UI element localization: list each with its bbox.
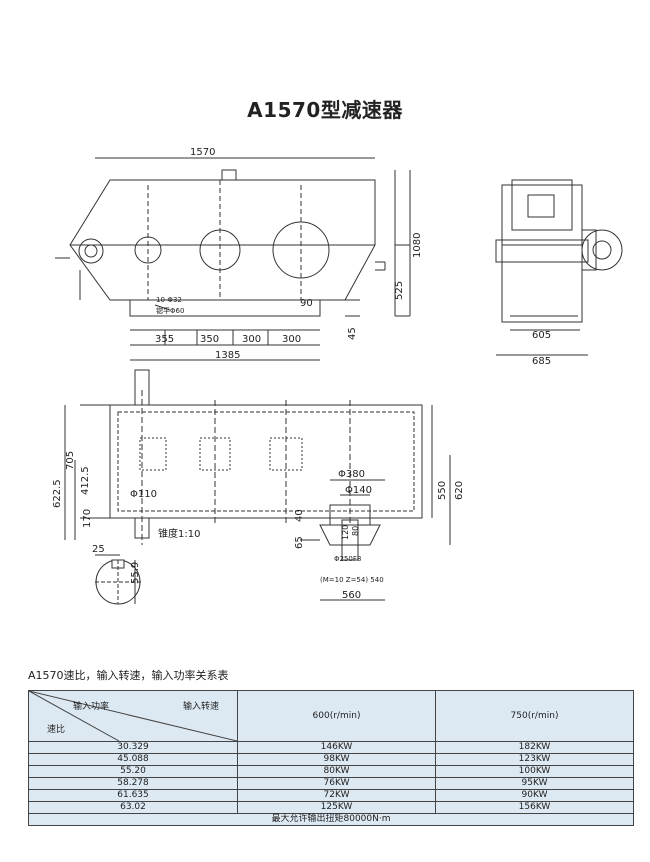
dim-300b: 300 [282, 334, 301, 345]
power-600-cell: 125KW [237, 801, 436, 814]
dim-phi140: Φ140 [345, 485, 372, 496]
dim-40: 40 [294, 509, 305, 522]
power-750-cell: 100KW [435, 765, 634, 778]
dim-350: 350 [200, 334, 219, 345]
dim-560: 560 [342, 590, 361, 601]
header-750: 750(r/min) [435, 690, 634, 742]
dim-65: 65 [294, 536, 305, 549]
ratio-power-table: 输入功率 输入转速 速比 600(r/min) 750(r/min) 30.32… [28, 690, 634, 826]
side-view [495, 179, 623, 356]
dim-412-5: 412.5 [80, 466, 91, 495]
keyway-section [95, 554, 141, 605]
top-view [64, 369, 451, 601]
power-750-cell: 156KW [435, 801, 634, 814]
dim-605: 605 [532, 330, 551, 341]
dim-705: 705 [65, 451, 76, 470]
front-view [55, 157, 411, 361]
ratio-cell: 61.635 [28, 789, 238, 802]
dim-1385: 1385 [215, 350, 240, 361]
dim-taper: 锥度1:10 [158, 527, 200, 540]
table-row: 63.02 125KW 156KW [28, 801, 634, 814]
power-750-cell: 90KW [435, 789, 634, 802]
header-600: 600(r/min) [237, 690, 436, 742]
power-750-cell: 95KW [435, 777, 634, 790]
dim-620: 620 [454, 481, 465, 500]
dim-622-5: 622.5 [52, 479, 63, 508]
table-caption: A1570速比，输入转速，输入功率关系表 [28, 669, 229, 682]
header-input-speed: 输入转速 [183, 702, 220, 712]
power-600-cell: 146KW [237, 741, 436, 754]
dim-55-9: 55.9 [130, 562, 141, 584]
dim-685: 685 [532, 356, 551, 367]
ratio-cell: 55.20 [28, 765, 238, 778]
dim-550: 550 [437, 481, 448, 500]
page-title: A1570型减速器 [247, 98, 403, 122]
table-row: 45.088 98KW 123KW [28, 753, 634, 766]
dim-gear: (M=10 Z=54) 540 [320, 576, 384, 584]
corner-diagonals [29, 691, 237, 741]
header-input-power: 输入功率 [73, 702, 110, 712]
table-row: 61.635 72KW 90KW [28, 789, 634, 802]
ratio-cell: 63.02 [28, 801, 238, 814]
dim-phi250: Φ250F8 [334, 555, 361, 563]
dim-525: 525 [394, 281, 405, 300]
dim-25: 25 [92, 544, 105, 555]
ratio-cell: 58.278 [28, 777, 238, 790]
dim-45: 45 [347, 327, 358, 340]
dim-90: 90 [300, 298, 313, 309]
dim-170: 170 [82, 509, 93, 528]
dim-pad: 锪平Φ60 [156, 306, 184, 315]
dim-phi110: Φ110 [130, 489, 157, 500]
table-row: 58.278 76KW 95KW [28, 777, 634, 790]
dim-1080: 1080 [412, 233, 423, 258]
table-corner-header: 输入功率 输入转速 速比 [28, 690, 238, 742]
table-row: 30.329 146KW 182KW [28, 741, 634, 754]
dim-80: 80 [351, 526, 360, 536]
power-750-cell: 123KW [435, 753, 634, 766]
power-600-cell: 98KW [237, 753, 436, 766]
header-ratio: 速比 [47, 725, 66, 735]
table-footer: 最大允许输出扭矩80000N·m [28, 813, 634, 826]
technical-drawing: 1570 1080 525 90 45 10-Φ32 锪平Φ60 355 350… [52, 147, 623, 605]
table-row: 55.20 80KW 100KW [28, 765, 634, 778]
power-600-cell: 72KW [237, 789, 436, 802]
ratio-cell: 30.329 [28, 741, 238, 754]
power-750-cell: 182KW [435, 741, 634, 754]
power-600-cell: 80KW [237, 765, 436, 778]
dim-355: 355 [155, 334, 174, 345]
dim-bolt: 10-Φ32 [156, 296, 182, 304]
power-600-cell: 76KW [237, 777, 436, 790]
dim-1570: 1570 [190, 147, 215, 158]
dim-300a: 300 [242, 334, 261, 345]
dim-phi380: Φ380 [338, 469, 365, 480]
dim-120: 120 [341, 525, 350, 540]
ratio-cell: 45.088 [28, 753, 238, 766]
